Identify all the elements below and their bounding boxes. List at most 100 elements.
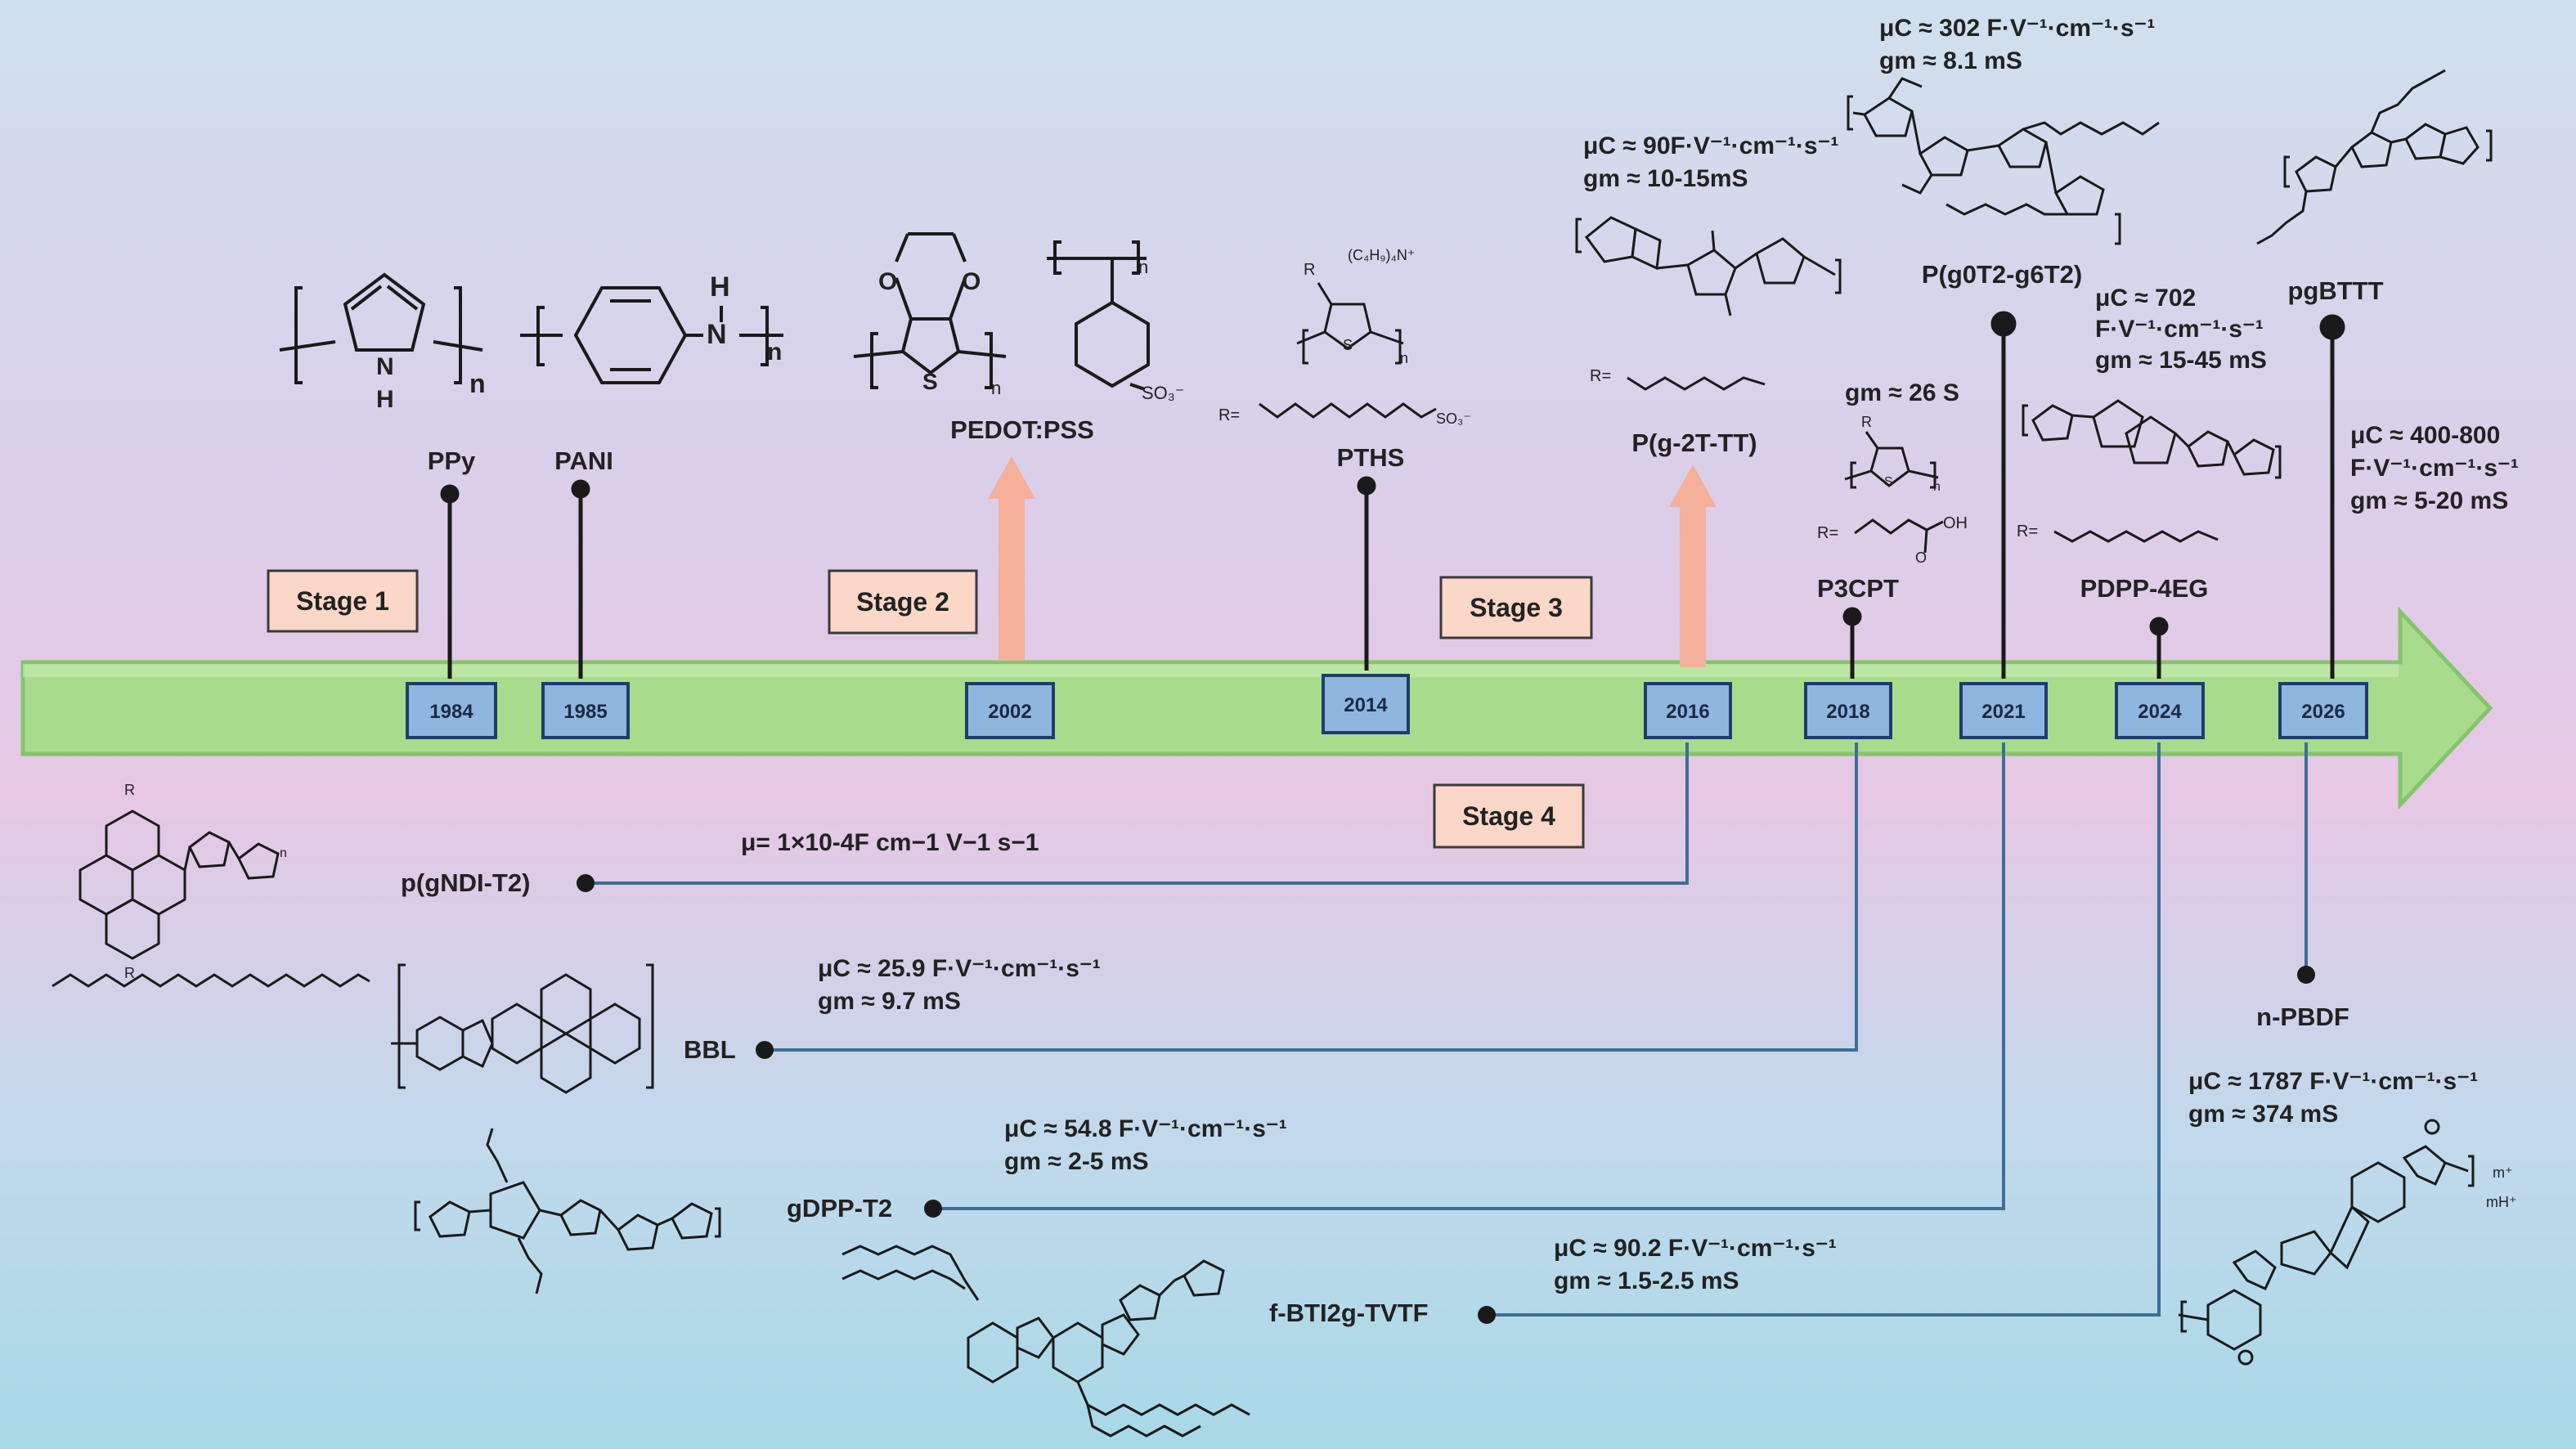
svg-text:O: O — [962, 268, 981, 295]
structure-p-g2t-tt: R= — [1575, 216, 1842, 391]
svg-text:H: H — [710, 271, 730, 303]
stage-box-4: Stage 4 — [1433, 783, 1585, 849]
metrics-pgbttt: μC ≈ 400-800 F·V⁻¹·cm⁻¹·s⁻¹ gm ≈ 5-20 mS — [2350, 422, 2519, 514]
svg-text:R=: R= — [2017, 523, 2038, 541]
structure-ppy: N H n — [279, 272, 486, 413]
timeline-arrow — [20, 606, 2493, 810]
year-box-2026: 2026 — [2278, 682, 2368, 739]
svg-text:R=: R= — [1218, 406, 1240, 424]
svg-text:gm ≈ 8.1 mS: gm ≈ 8.1 mS — [1879, 47, 2022, 74]
svg-text:N: N — [376, 353, 394, 380]
structure-pgbttt — [2256, 69, 2493, 245]
metrics-pdpp-4eg: μC ≈ 702 F·V⁻¹·cm⁻¹·s⁻¹ gm ≈ 15-45 mS — [2095, 285, 2267, 374]
svg-text:O: O — [878, 268, 897, 295]
svg-text:gm ≈ 9.7 mS: gm ≈ 9.7 mS — [818, 988, 961, 1015]
svg-text:R=: R= — [1590, 367, 1611, 385]
structure-bbl — [391, 963, 654, 1094]
svg-text:n: n — [767, 339, 782, 366]
svg-text:2016: 2016 — [1666, 701, 1709, 723]
svg-text:gm ≈ 26 S: gm ≈ 26 S — [1845, 379, 1959, 406]
metrics-p3cpt: gm ≈ 26 S — [1845, 379, 1959, 406]
svg-text:SO₃⁻: SO₃⁻ — [1436, 410, 1471, 427]
svg-text:(C₄H₉)₄N⁺: (C₄H₉)₄N⁺ — [1348, 247, 1415, 263]
svg-text:n: n — [1933, 480, 1941, 494]
svg-text:Stage 1: Stage 1 — [296, 586, 389, 616]
svg-text:n: n — [1138, 257, 1148, 277]
year-box-2014: 2014 — [1322, 674, 1410, 734]
year-box-1984: 1984 — [406, 682, 497, 739]
svg-text:S: S — [1343, 337, 1353, 353]
svg-text:2026: 2026 — [2301, 701, 2345, 723]
svg-text:2002: 2002 — [988, 701, 1031, 723]
label-ppy: PPy — [428, 446, 476, 475]
structure-pdpp-4eg: R= — [2017, 399, 2282, 543]
structure-pgndi-t2: R R n — [52, 782, 370, 988]
svg-text:Stage 2: Stage 2 — [856, 587, 949, 617]
structure-n-pbdf: m⁺ mH⁺ — [2178, 1119, 2517, 1366]
label-pdpp-4eg: PDPP-4EG — [2080, 574, 2209, 603]
label-pani: PANI — [554, 446, 613, 475]
svg-text:gm ≈ 15-45 mS: gm ≈ 15-45 mS — [2095, 347, 2267, 374]
svg-text:Stage 4: Stage 4 — [1462, 801, 1555, 831]
year-box-1985: 1985 — [541, 682, 630, 739]
structure-pg0t2-g6t2 — [1847, 77, 2160, 245]
svg-text:SO₃⁻: SO₃⁻ — [1142, 383, 1184, 403]
bottom-connector-dots — [577, 874, 2315, 1324]
svg-text:μC ≈ 90F·V⁻¹·cm⁻¹·s⁻¹: μC ≈ 90F·V⁻¹·cm⁻¹·s⁻¹ — [1583, 132, 1838, 159]
bottom-connectors — [586, 742, 2308, 1317]
label-bbl: BBL — [684, 1035, 736, 1064]
label-pg0t2-g6t2: P(g0T2-g6T2) — [1922, 260, 2082, 289]
svg-text:H: H — [376, 386, 394, 413]
svg-text:μC ≈ 90.2 F·V⁻¹·cm⁻¹·s⁻¹: μC ≈ 90.2 F·V⁻¹·cm⁻¹·s⁻¹ — [1554, 1235, 1837, 1262]
svg-text:μC ≈ 54.8 F·V⁻¹·cm⁻¹·s⁻¹: μC ≈ 54.8 F·V⁻¹·cm⁻¹·s⁻¹ — [1004, 1115, 1287, 1142]
metrics-f-bti2g-tvtf: μC ≈ 90.2 F·V⁻¹·cm⁻¹·s⁻¹ gm ≈ 1.5-2.5 mS — [1554, 1235, 1837, 1294]
svg-text:R: R — [1304, 261, 1315, 279]
label-n-pbdf: n-PBDF — [2256, 1003, 2349, 1031]
stage-box-2: Stage 2 — [828, 569, 978, 635]
svg-text:N: N — [707, 319, 727, 350]
structure-f-bti2g-tvtf — [841, 1245, 1250, 1438]
svg-text:OH: OH — [1943, 514, 1968, 532]
structure-gdpp-t2 — [414, 1128, 721, 1294]
svg-text:μC ≈ 400-800: μC ≈ 400-800 — [2350, 422, 2500, 449]
svg-text:R=: R= — [1817, 524, 1838, 542]
svg-text:1984: 1984 — [429, 701, 473, 723]
svg-text:n: n — [280, 846, 287, 860]
metrics-gdpp-t2: μC ≈ 54.8 F·V⁻¹·cm⁻¹·s⁻¹ gm ≈ 2-5 mS — [1004, 1115, 1287, 1175]
svg-text:2024: 2024 — [2138, 701, 2182, 723]
top-connectors — [440, 311, 2345, 679]
structure-pths: (C₄H₉)₄N⁺ R S n R= SO₃⁻ — [1218, 247, 1471, 427]
label-pths: PTHS — [1337, 443, 1405, 472]
svg-text:F·V⁻¹·cm⁻¹·s⁻¹: F·V⁻¹·cm⁻¹·s⁻¹ — [2350, 455, 2519, 482]
metrics-n-pbdf: μC ≈ 1787 F·V⁻¹·cm⁻¹·s⁻¹ gm ≈ 374 mS — [2188, 1068, 2478, 1128]
transition-arrow-pedot — [988, 456, 1035, 661]
svg-text:μC ≈ 25.9 F·V⁻¹·cm⁻¹·s⁻¹: μC ≈ 25.9 F·V⁻¹·cm⁻¹·s⁻¹ — [818, 955, 1101, 982]
year-box-2018: 2018 — [1804, 682, 1892, 739]
svg-text:μC ≈ 702: μC ≈ 702 — [2095, 285, 2196, 312]
label-p-g2t-tt: P(g-2T-TT) — [1631, 428, 1757, 457]
structure-p3cpt: R S n R= OH O — [1817, 414, 1968, 566]
structure-pedot-pss: O O S n n SO₃⁻ — [853, 232, 1184, 403]
svg-text:2014: 2014 — [1344, 694, 1388, 716]
metrics-pg0t2-g6t2: μC ≈ 302 F·V⁻¹·cm⁻¹·s⁻¹ gm ≈ 8.1 mS — [1879, 15, 2155, 74]
svg-text:gm ≈ 2-5 mS: gm ≈ 2-5 mS — [1004, 1148, 1149, 1175]
svg-text:Stage 3: Stage 3 — [1470, 593, 1563, 622]
svg-text:μC ≈ 302 F·V⁻¹·cm⁻¹·s⁻¹: μC ≈ 302 F·V⁻¹·cm⁻¹·s⁻¹ — [1879, 15, 2155, 42]
label-pgbttt: pgBTTT — [2287, 276, 2383, 305]
svg-text:S: S — [922, 369, 938, 394]
svg-text:F·V⁻¹·cm⁻¹·s⁻¹: F·V⁻¹·cm⁻¹·s⁻¹ — [2095, 316, 2264, 343]
year-box-2016: 2016 — [1644, 682, 1732, 739]
transition-arrow-pg2ttt — [1669, 464, 1717, 667]
svg-text:n: n — [991, 378, 1001, 398]
svg-text:gm ≈ 374 mS: gm ≈ 374 mS — [2188, 1101, 2338, 1128]
svg-text:n: n — [1400, 350, 1408, 366]
metric-pgndi-t2: μ= 1×10-4F cm−1 V−1 s−1 — [741, 829, 1039, 856]
svg-text:μC ≈ 1787 F·V⁻¹·cm⁻¹·s⁻¹: μC ≈ 1787 F·V⁻¹·cm⁻¹·s⁻¹ — [2188, 1068, 2478, 1095]
structure-pani: H N n — [520, 271, 783, 384]
label-pedot-pss: PEDOT:PSS — [950, 415, 1094, 444]
metrics-bbl: μC ≈ 25.9 F·V⁻¹·cm⁻¹·s⁻¹ gm ≈ 9.7 mS — [818, 955, 1101, 1015]
svg-text:mH⁺: mH⁺ — [2486, 1194, 2517, 1210]
year-box-2021: 2021 — [1959, 682, 2048, 739]
label-gdpp-t2: gDPP-T2 — [787, 1194, 892, 1222]
